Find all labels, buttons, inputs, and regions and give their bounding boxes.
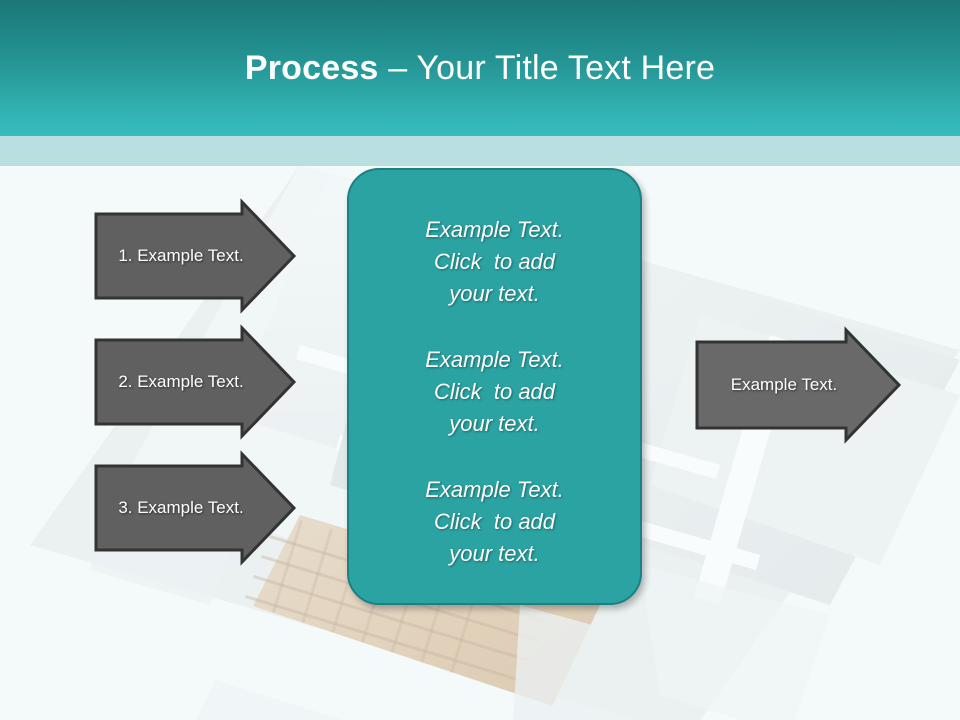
center-panel-block-2-line-1: Example Text. xyxy=(425,347,564,372)
process-step-arrow-2[interactable]: 2. Example Text. xyxy=(92,324,298,440)
center-panel-block-3-line-2: Click to add xyxy=(433,509,556,534)
center-panel-block-2-line-2: Click to add xyxy=(433,379,556,404)
process-output-arrow[interactable]: Example Text. xyxy=(693,326,903,444)
page-title-strong: Process xyxy=(244,49,379,87)
center-panel-block-2: Example Text. Click to add your text. xyxy=(349,344,640,440)
page-title-light: Your Title Text Here xyxy=(416,49,716,87)
arrow-right-shape-icon xyxy=(94,198,297,314)
center-panel-block-3-line-3: your text. xyxy=(449,541,540,566)
arrow-right-shape-icon xyxy=(94,450,297,566)
center-panel-block-3: Example Text. Click to add your text. xyxy=(349,474,640,570)
center-panel-block-3-line-1: Example Text. xyxy=(425,477,564,502)
process-step-arrow-1[interactable]: 1. Example Text. xyxy=(92,198,298,314)
center-panel-block-2-line-3: your text. xyxy=(449,411,540,436)
center-panel-block-1-line-2: Click to add xyxy=(433,249,556,274)
page-title: Process – Your Title Text Here xyxy=(0,48,960,88)
center-panel-block-1-line-3: your text. xyxy=(449,281,540,306)
center-panel-block-1-line-1: Example Text. xyxy=(425,217,564,242)
page-title-separator: – xyxy=(378,49,417,87)
header-accent-band xyxy=(0,136,960,166)
header-band xyxy=(0,0,960,136)
arrow-right-shape-icon xyxy=(695,326,902,444)
process-step-arrow-3[interactable]: 3. Example Text. xyxy=(92,450,298,566)
center-panel-block-1: Example Text. Click to add your text. xyxy=(349,214,640,310)
process-center-panel[interactable]: Example Text. Click to add your text. Ex… xyxy=(347,168,642,605)
arrow-right-shape-icon xyxy=(94,324,297,440)
